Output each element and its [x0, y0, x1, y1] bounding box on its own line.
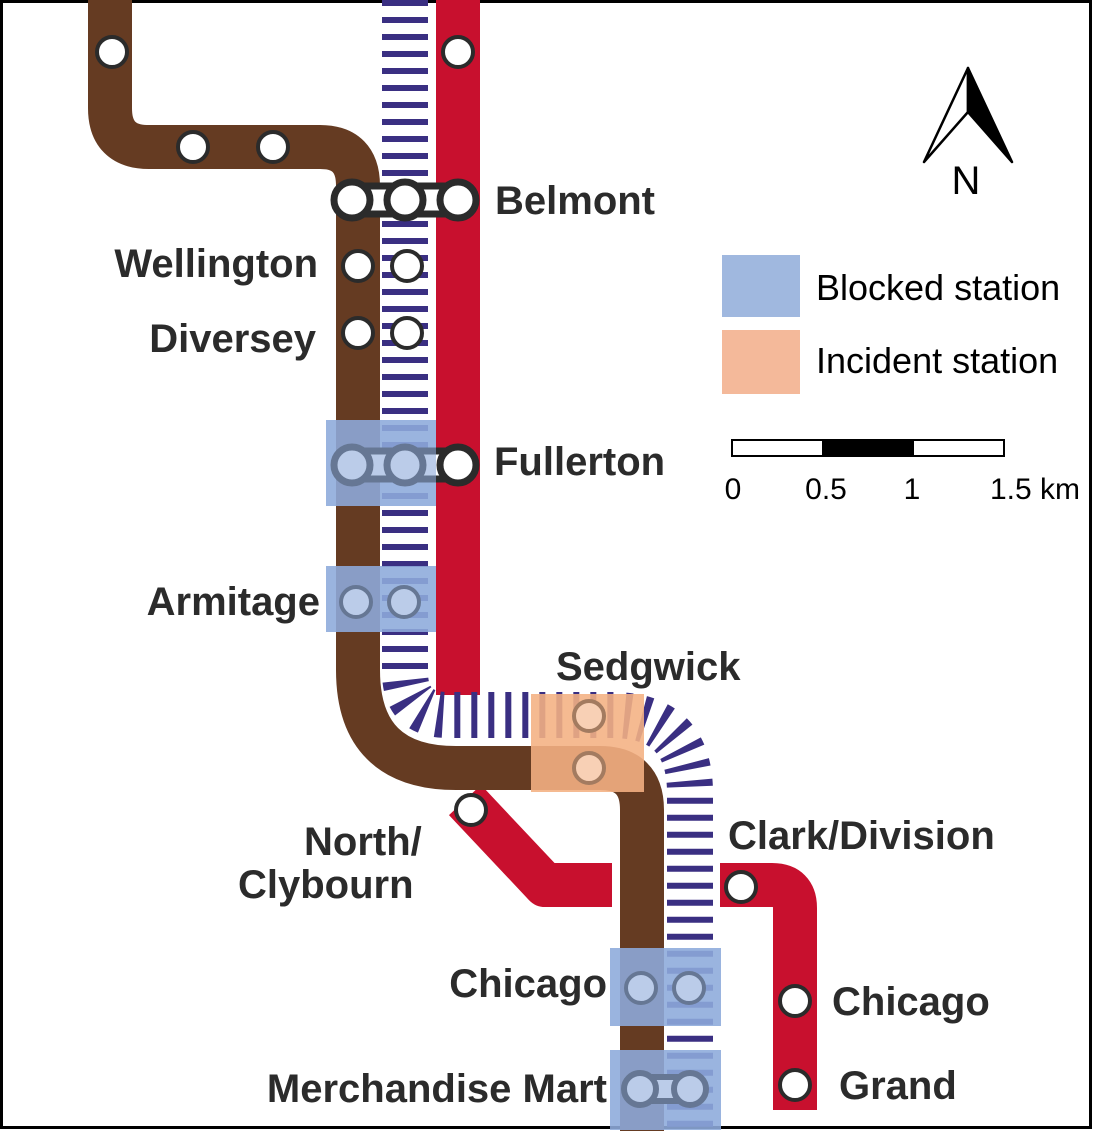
scale-seg-1	[731, 439, 824, 457]
red-line-subway	[720, 863, 817, 1110]
label-diversey: Diversey	[149, 317, 317, 361]
station-dot[interactable]	[441, 35, 475, 69]
station-north-clybourn[interactable]	[454, 793, 488, 827]
scale-tick-0: 0	[725, 473, 742, 506]
scale-bar: 0 0.5 1 1.5 km	[725, 439, 1080, 506]
blocked-tint-chicago-brown	[610, 948, 721, 1026]
station-dot[interactable]	[256, 130, 290, 164]
label-grand: Grand	[839, 1064, 957, 1108]
label-armitage: Armitage	[147, 580, 320, 624]
incident-tint-sedgwick	[531, 694, 644, 792]
station-clark-division[interactable]	[724, 870, 758, 904]
station-diversey-brown[interactable]	[341, 316, 375, 350]
station-labels: Belmont Wellington Diversey Fullerton Ar…	[114, 179, 994, 1111]
legend-label-blocked: Blocked station	[816, 267, 1060, 308]
station-diversey-purple[interactable]	[390, 316, 424, 350]
station-dot[interactable]	[95, 35, 129, 69]
station-belmont[interactable]	[330, 178, 480, 222]
label-sedgwick: Sedgwick	[556, 645, 741, 689]
label-merchandise-mart: Merchandise Mart	[267, 1067, 607, 1111]
scale-tick-3: 1.5 km	[990, 473, 1080, 506]
station-grand[interactable]	[778, 1068, 812, 1102]
blocked-tint-armitage	[326, 566, 436, 632]
station-chicago-red[interactable]	[778, 984, 812, 1018]
station-dot[interactable]	[176, 130, 210, 164]
legend-swatch-incident	[722, 330, 800, 394]
blocked-tint-merchandise-mart	[610, 1050, 721, 1130]
label-north-clybourn-2: Clybourn	[238, 863, 414, 907]
label-chicago-red: Chicago	[832, 980, 990, 1024]
red-line	[436, 0, 817, 1110]
label-clark-division: Clark/Division	[728, 814, 995, 858]
label-fullerton: Fullerton	[494, 440, 665, 484]
label-wellington: Wellington	[114, 242, 318, 286]
legend-label-incident: Incident station	[816, 340, 1058, 381]
scale-tick-1: 0.5	[805, 473, 847, 506]
scale-seg-2	[822, 439, 914, 457]
blocked-tint-fullerton	[326, 420, 436, 506]
label-belmont: Belmont	[495, 179, 655, 223]
stations	[95, 35, 812, 1130]
station-wellington-purple[interactable]	[390, 249, 424, 283]
label-chicago-brown: Chicago	[449, 962, 607, 1006]
scale-tick-2: 1	[904, 473, 921, 506]
north-arrow-icon: N	[922, 66, 1014, 203]
legend: Blocked station Incident station	[722, 255, 1060, 394]
legend-swatch-blocked	[722, 255, 800, 317]
label-north-clybourn-1: North/	[304, 820, 422, 864]
red-line-lower	[448, 784, 612, 907]
north-label: N	[952, 159, 981, 203]
station-wellington-brown[interactable]	[341, 249, 375, 283]
scale-seg-3	[912, 439, 1005, 457]
